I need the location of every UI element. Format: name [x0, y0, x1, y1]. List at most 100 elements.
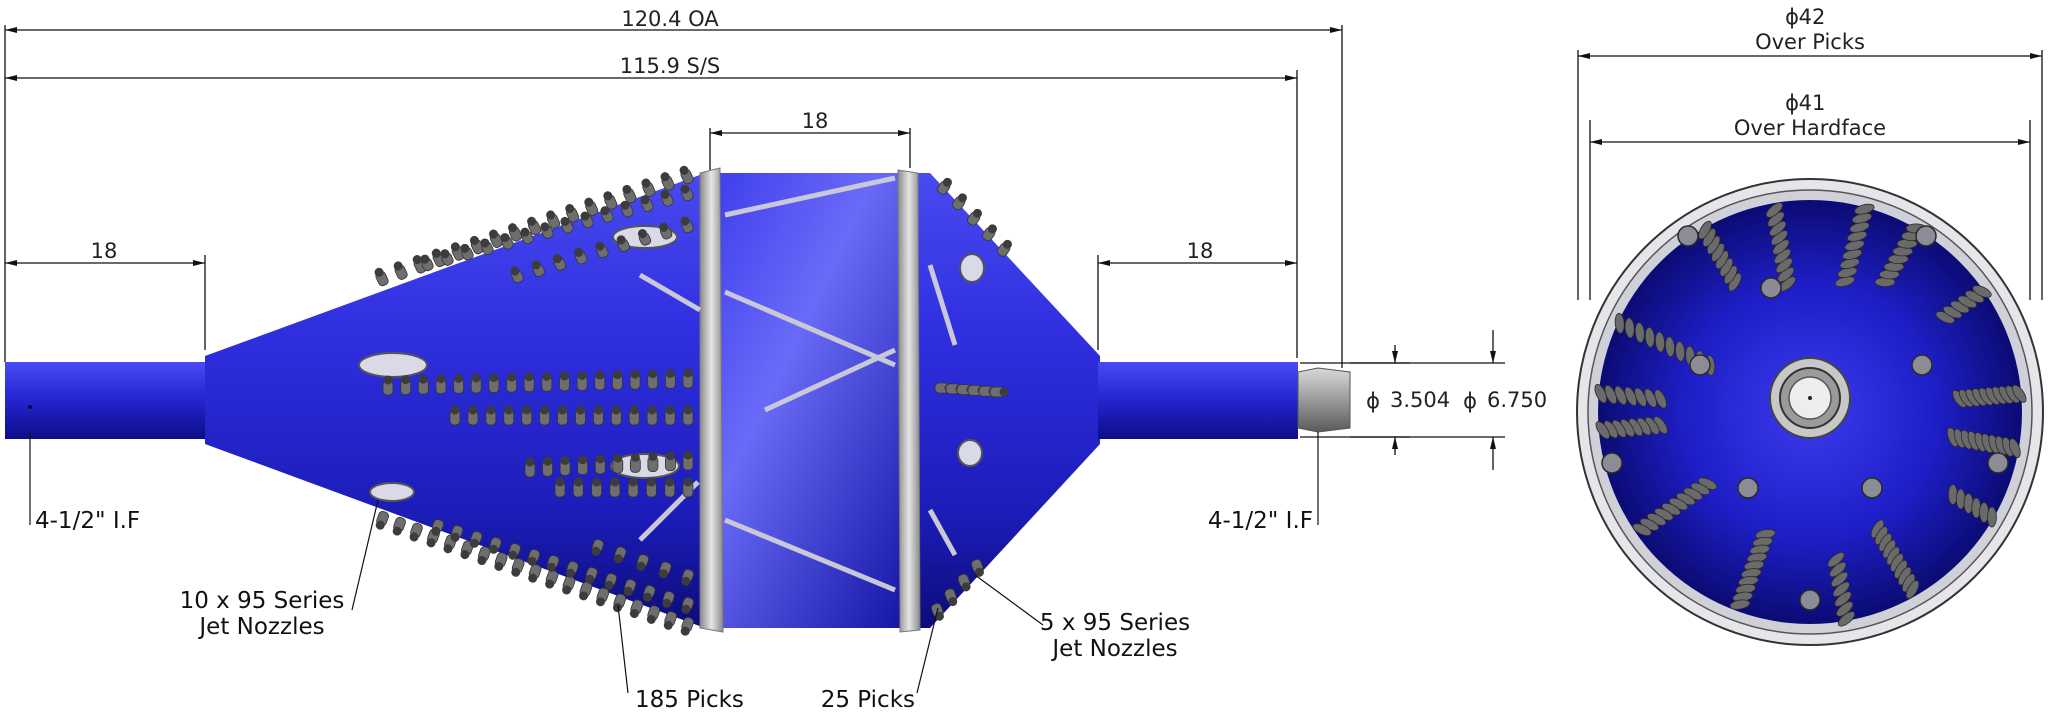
pick [610, 405, 622, 426]
pick [480, 238, 494, 256]
pick [637, 229, 652, 246]
pick [681, 569, 694, 586]
right-connection-label: 4-1/2" I.F [1208, 508, 1313, 534]
jet-nozzles-5-line1: 5 x 95 Series [1040, 610, 1190, 636]
pick-row [1632, 477, 1718, 536]
pick [527, 216, 542, 236]
over-picks-symbol: ϕ [1785, 5, 1799, 29]
pick [524, 457, 536, 478]
jet-nozzles-10-line2: Jet Nozzles [197, 614, 324, 640]
pick [511, 558, 525, 577]
pick [566, 561, 579, 578]
picks-185-label: 185 Picks [635, 687, 744, 713]
jet-nozzle [1911, 354, 1933, 376]
box-diameter-symbol: ϕ [1463, 389, 1477, 413]
end-dimensions: ϕ 42 Over Picks ϕ 41 Over Hardface [1577, 5, 2043, 300]
right-pin-length-dim: 18 [1098, 239, 1297, 266]
pick [594, 370, 606, 391]
pick [646, 477, 657, 498]
pick [658, 561, 672, 579]
jet-nozzle [957, 439, 983, 467]
pick [545, 569, 559, 589]
pick [612, 593, 627, 613]
pick [540, 222, 554, 239]
pick-row [1614, 312, 1716, 376]
pick [488, 373, 500, 393]
pick [541, 371, 553, 392]
pick [503, 405, 515, 426]
shoulder-length-dim: 115.9 S/S [5, 54, 1297, 81]
pick [580, 211, 594, 229]
side-dimensions: 120.4 OA 115.9 S/S 18 18 18 [4, 7, 1547, 470]
pick [440, 249, 454, 266]
pick [640, 195, 654, 212]
pick [500, 233, 514, 250]
pick [591, 539, 604, 556]
pick-row [1594, 384, 1667, 409]
pick [682, 477, 694, 498]
body-length-label: 18 [802, 109, 829, 133]
jet-nozzle [1737, 477, 1759, 499]
pick [531, 260, 545, 277]
pick [453, 373, 464, 394]
pick [382, 375, 394, 396]
pick [616, 235, 630, 252]
pick [469, 531, 483, 548]
pick [485, 405, 497, 426]
side-callouts: 4-1/2" I.F 4-1/2" I.F 10 x 95 Series Jet… [29, 432, 1319, 713]
pick [576, 370, 588, 391]
overall-length-label: 120.4 OA [621, 7, 719, 31]
pin-diameter-symbol: ϕ [1366, 389, 1380, 413]
pick [552, 254, 567, 271]
pick [628, 405, 640, 426]
body-length-dim: 18 [710, 109, 910, 136]
pick [460, 243, 474, 261]
pick [646, 405, 658, 426]
jet-nozzle [610, 453, 680, 479]
pick [664, 477, 676, 498]
pick [989, 386, 1009, 398]
pick [409, 522, 423, 542]
pick [982, 224, 997, 242]
pick-row [1935, 285, 1992, 324]
pick [557, 405, 568, 426]
jet-nozzle [1987, 452, 2009, 474]
pick [680, 216, 694, 234]
pick [681, 597, 694, 614]
pick [646, 605, 661, 624]
pick [374, 267, 389, 287]
pick [554, 477, 566, 498]
pick [622, 184, 637, 204]
jet-nozzle [959, 253, 985, 283]
pick [609, 477, 621, 498]
pick-row [1595, 416, 1668, 440]
gauge-band-left [699, 167, 724, 633]
pick [494, 552, 508, 571]
pick [449, 405, 461, 426]
pick [527, 549, 541, 566]
pick [574, 247, 588, 265]
pick [420, 254, 434, 272]
picks-25-label: 25 Picks [821, 687, 915, 713]
pick-row [1765, 202, 1796, 292]
pick [591, 477, 602, 498]
pick [641, 178, 656, 197]
pick [592, 405, 604, 426]
picks [374, 165, 1012, 636]
pick [957, 573, 971, 592]
over-hardface-symbol: ϕ [1785, 91, 1799, 115]
pick [612, 370, 623, 391]
jet-nozzles-10-line1: 10 x 95 Series [180, 588, 345, 614]
jet-nozzle [1677, 225, 1699, 247]
rear-cone [915, 173, 1100, 628]
left-pin-length-label: 18 [91, 239, 118, 263]
jet-nozzles-5-line2: Jet Nozzles [1050, 636, 1177, 662]
pick [629, 599, 644, 618]
pick [997, 239, 1012, 257]
pick-row [1827, 552, 1856, 627]
pick [577, 455, 589, 476]
pick [642, 585, 656, 602]
jet-nozzle [1760, 277, 1782, 299]
pick [565, 204, 580, 223]
